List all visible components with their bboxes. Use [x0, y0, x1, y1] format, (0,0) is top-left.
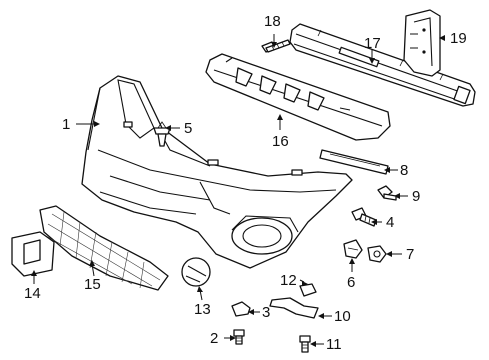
retainer-7	[367, 245, 387, 263]
fog-lamp-cover	[181, 257, 211, 287]
bolt-4	[351, 207, 377, 227]
bumper-cover	[81, 75, 353, 269]
nut-12	[299, 283, 317, 297]
callout-9: 9	[412, 188, 420, 205]
reinforcement-bar	[289, 23, 476, 107]
bracket-8	[319, 149, 389, 175]
bolt	[261, 39, 291, 53]
callout-16: 16	[272, 133, 289, 150]
bolt-11	[299, 335, 311, 353]
callout-15: 15	[84, 276, 101, 293]
leader-lines	[31, 34, 445, 347]
nut-3	[231, 301, 251, 317]
callout-11: 11	[326, 336, 342, 353]
mount-bracket	[403, 9, 441, 77]
callout-13: 13	[194, 301, 211, 318]
callout-17: 17	[364, 35, 381, 52]
callout-12: 12	[280, 272, 297, 289]
callout-19: 19	[450, 30, 467, 47]
bracket-10	[269, 297, 319, 319]
callout-7: 7	[406, 246, 414, 263]
bolt-2	[233, 329, 245, 345]
license-bracket	[11, 231, 55, 277]
callout-3: 3	[262, 304, 270, 321]
push-retainer	[153, 121, 171, 147]
energy-absorber	[205, 53, 391, 141]
callout-18: 18	[264, 13, 281, 30]
bolt-9	[377, 185, 397, 201]
callout-4: 4	[386, 214, 394, 231]
callout-10: 10	[334, 308, 351, 325]
callout-5: 5	[184, 120, 192, 137]
callout-14: 14	[24, 285, 41, 302]
callout-6: 6	[347, 274, 355, 291]
callout-8: 8	[400, 162, 408, 179]
callout-labels: 1 2 3 4 5 6 7 8 9 10 11 12 13 14 15 16 1…	[24, 13, 467, 353]
lower-grille	[39, 205, 169, 291]
callout-1: 1	[62, 116, 70, 133]
clip-6	[343, 239, 363, 259]
callout-2: 2	[210, 330, 218, 347]
